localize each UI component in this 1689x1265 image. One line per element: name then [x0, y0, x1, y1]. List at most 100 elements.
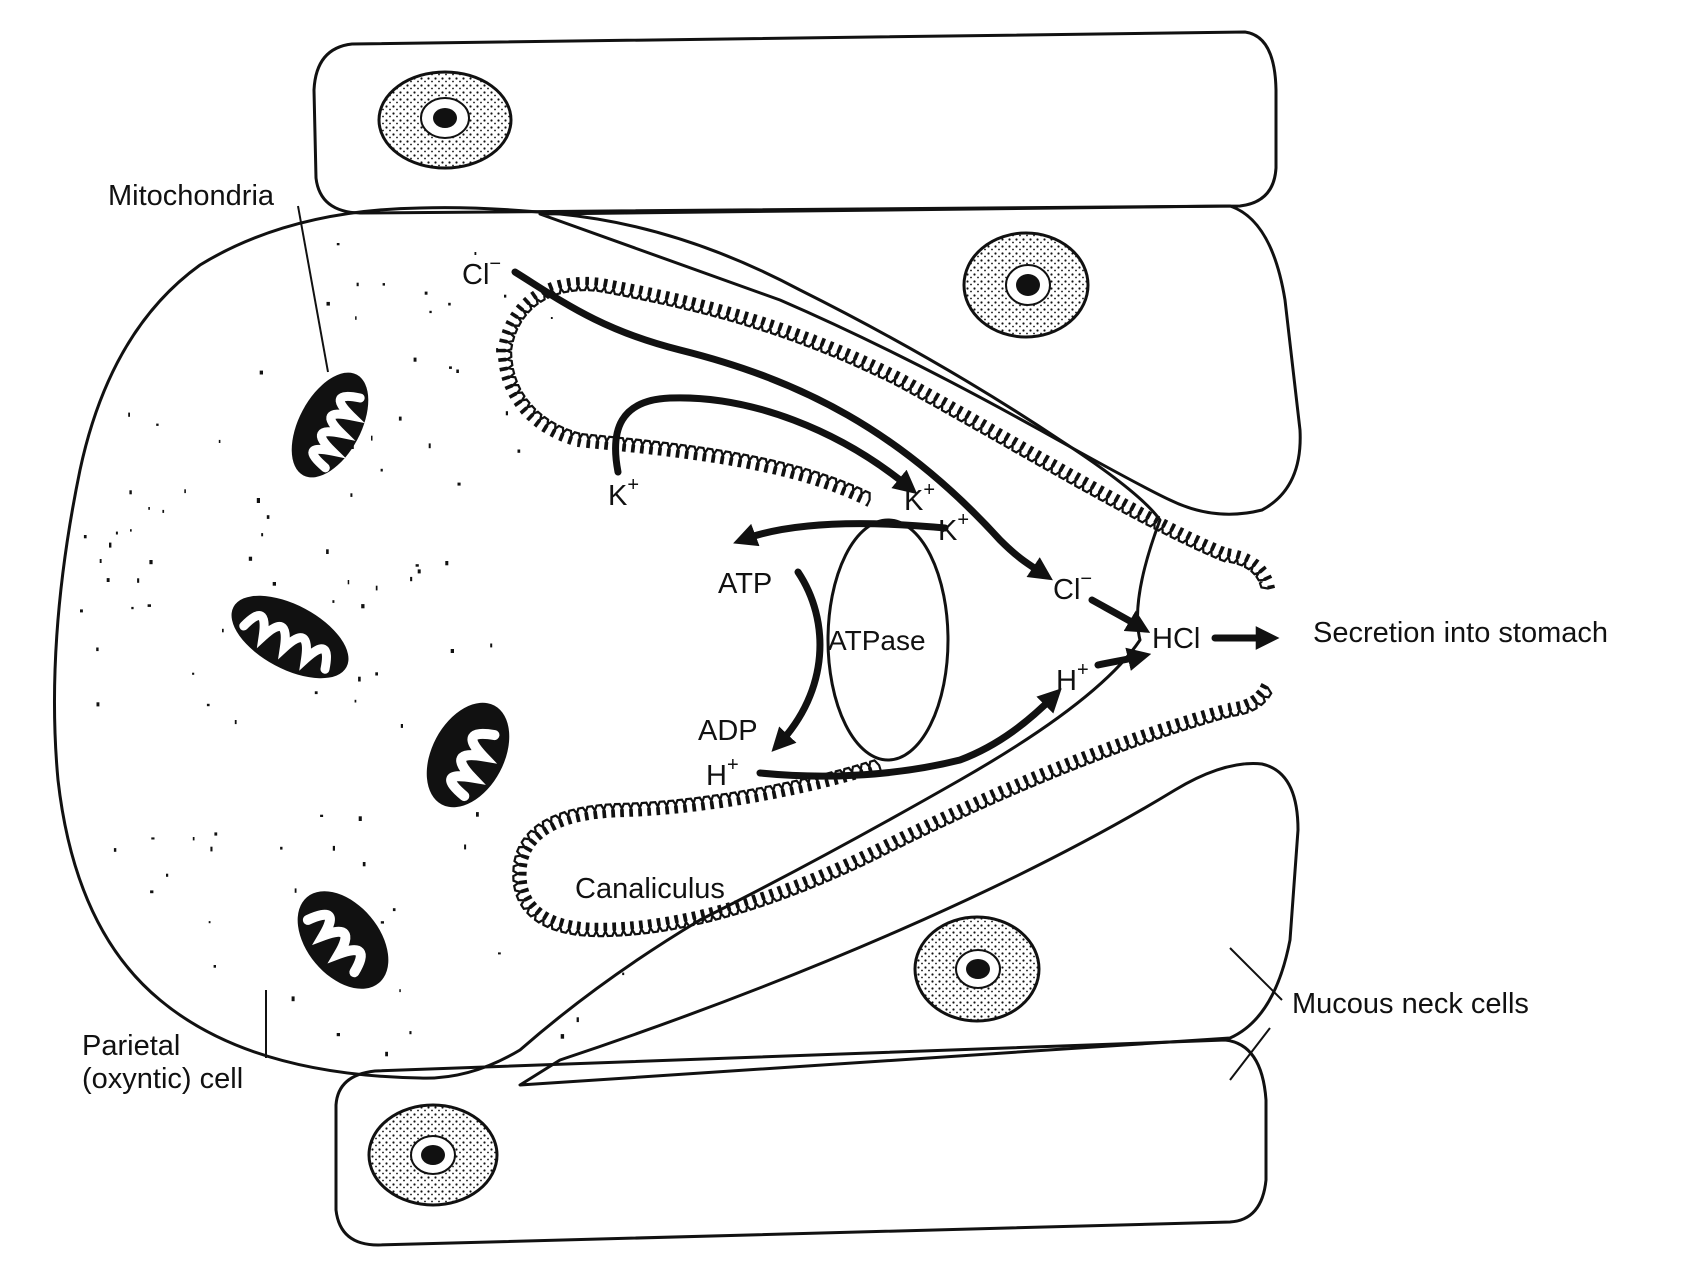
cytoplasm-dot — [504, 294, 507, 298]
cytoplasm-dot — [380, 468, 383, 472]
cytoplasm-dot — [517, 449, 521, 453]
atp-adp-arrow — [771, 568, 824, 752]
cytoplasm-dot — [213, 965, 216, 968]
cytoplasm-dot — [375, 672, 378, 676]
cytoplasm-dot — [184, 489, 186, 494]
cytoplasm-dot — [248, 556, 253, 561]
cytoplasm-dot — [410, 576, 413, 582]
cytoplasm-dot — [266, 515, 270, 519]
neighbor-cell-bottom — [334, 1038, 1268, 1247]
cytoplasm-dot — [222, 628, 224, 633]
cytoplasm-dot — [150, 890, 154, 894]
cytoplasm-dot — [192, 837, 195, 841]
cytoplasm-dot — [128, 412, 130, 417]
cytoplasm-dot — [129, 490, 132, 495]
cytoplasm-dot — [415, 564, 419, 567]
cytoplasm-dot — [576, 1017, 579, 1023]
cytoplasm-dot — [131, 606, 134, 610]
cytoplasm-dot — [496, 348, 499, 353]
cytoplasm-dot — [314, 691, 318, 695]
cytoplasm-dot — [336, 1033, 340, 1037]
cytoplasm-dot — [218, 439, 221, 443]
cytoplasm-dot — [210, 846, 213, 852]
cytoplasm-dot — [409, 1031, 412, 1035]
cytoplasm-dot — [445, 561, 449, 566]
cytoplasm-dot — [192, 672, 195, 675]
cytoplasm-dot — [413, 357, 417, 362]
atp-label: ATP — [718, 568, 772, 600]
cytoplasm-dot — [505, 411, 508, 416]
cytoplasm-dot — [147, 604, 151, 607]
cytoplasm-dot — [206, 703, 210, 707]
cytoplasm-dot — [450, 649, 454, 653]
cytoplasm-dot — [280, 846, 283, 850]
mitochondrion-3 — [426, 702, 510, 808]
h-out-arrow — [756, 688, 1062, 780]
cytoplasm-dot — [361, 604, 365, 609]
cl-to-hcl-arrow — [1088, 596, 1151, 633]
cytoplasm-dot — [80, 609, 83, 613]
cytoplasm-dot — [109, 542, 112, 548]
mucous-neck-cell-lower — [518, 762, 1300, 1087]
cytoplasm-dot — [448, 302, 451, 306]
cytoplasm-dot — [291, 996, 295, 1002]
cytoplasm-dot — [398, 416, 402, 421]
cl-ion-top: Cl− — [462, 253, 501, 291]
k-ion-mid: K+ — [904, 479, 935, 517]
parietal-label-line1: Parietal — [82, 1030, 180, 1062]
cytoplasm-dot — [149, 560, 153, 565]
parietal-label-line2: (oxyntic) cell — [82, 1063, 243, 1095]
parietal-cell-outline — [52, 206, 1162, 1080]
cytoplasm-dot — [449, 366, 452, 369]
cytoplasm-dot — [464, 844, 467, 850]
cytoplasm-dot — [106, 578, 110, 582]
mitochondrion-4 — [297, 891, 389, 989]
canaliculus-label: Canaliculus — [575, 873, 725, 905]
cytoplasm-dot — [148, 507, 150, 510]
cytoplasm-dot — [261, 533, 264, 537]
cytoplasm-dot — [347, 580, 350, 585]
mitochondria-label: Mitochondria — [108, 180, 275, 212]
cytoplasm-dot — [115, 531, 118, 535]
k-ion-left: K+ — [608, 474, 639, 512]
cytoplasm-dot — [83, 535, 87, 539]
mucous-pointer-lower — [1229, 1027, 1271, 1081]
cytoplasm-dot — [214, 832, 218, 836]
cytoplasm-dot — [332, 600, 335, 603]
k-ion-right: K+ — [938, 509, 969, 547]
cytoplasm-dot — [392, 908, 396, 912]
cytoplasm-dot — [382, 283, 385, 286]
cytoplasm-dot — [137, 578, 140, 583]
nucleus-upper-right — [962, 231, 1090, 339]
cytoplasm-dot — [371, 435, 373, 441]
cytoplasm-dot — [326, 549, 329, 554]
cytoplasm-dot — [550, 317, 553, 319]
mucous-neck-cells-label: Mucous neck cells — [1292, 988, 1529, 1020]
canaliculus-microvilli — [497, 276, 1276, 938]
cytoplasm-dot — [166, 873, 169, 877]
cytoplasm-dot — [476, 812, 479, 817]
cytoplasm-dot — [320, 814, 324, 817]
mucous-pointer-upper — [1229, 947, 1283, 1001]
cytoplasm-dot — [208, 921, 211, 924]
cytoplasm-dot — [355, 316, 357, 320]
h-to-hcl-arrow — [1094, 647, 1152, 671]
nucleus-lower-right — [913, 915, 1041, 1023]
cytoplasm-dot — [113, 848, 117, 852]
cytoplasm-dot — [256, 498, 260, 503]
cytoplasm-dot — [400, 724, 403, 728]
cytoplasm-dot — [294, 888, 297, 893]
cytoplasm-dot — [356, 282, 359, 287]
cytoplasm-dot — [151, 837, 155, 840]
nucleus-bottom-left — [367, 1103, 499, 1207]
secretion-label: Secretion into stomach — [1313, 617, 1608, 649]
k-in-arrow — [612, 394, 918, 495]
cytoplasm-dot — [354, 699, 357, 703]
cytoplasm-dot — [424, 291, 428, 295]
cytoplasm-dot — [474, 252, 477, 255]
cytoplasm-dot — [456, 369, 459, 373]
cytoplasm-dot — [358, 676, 361, 682]
cytoplasm-dot — [380, 921, 384, 924]
nucleus-top-left — [377, 70, 513, 170]
